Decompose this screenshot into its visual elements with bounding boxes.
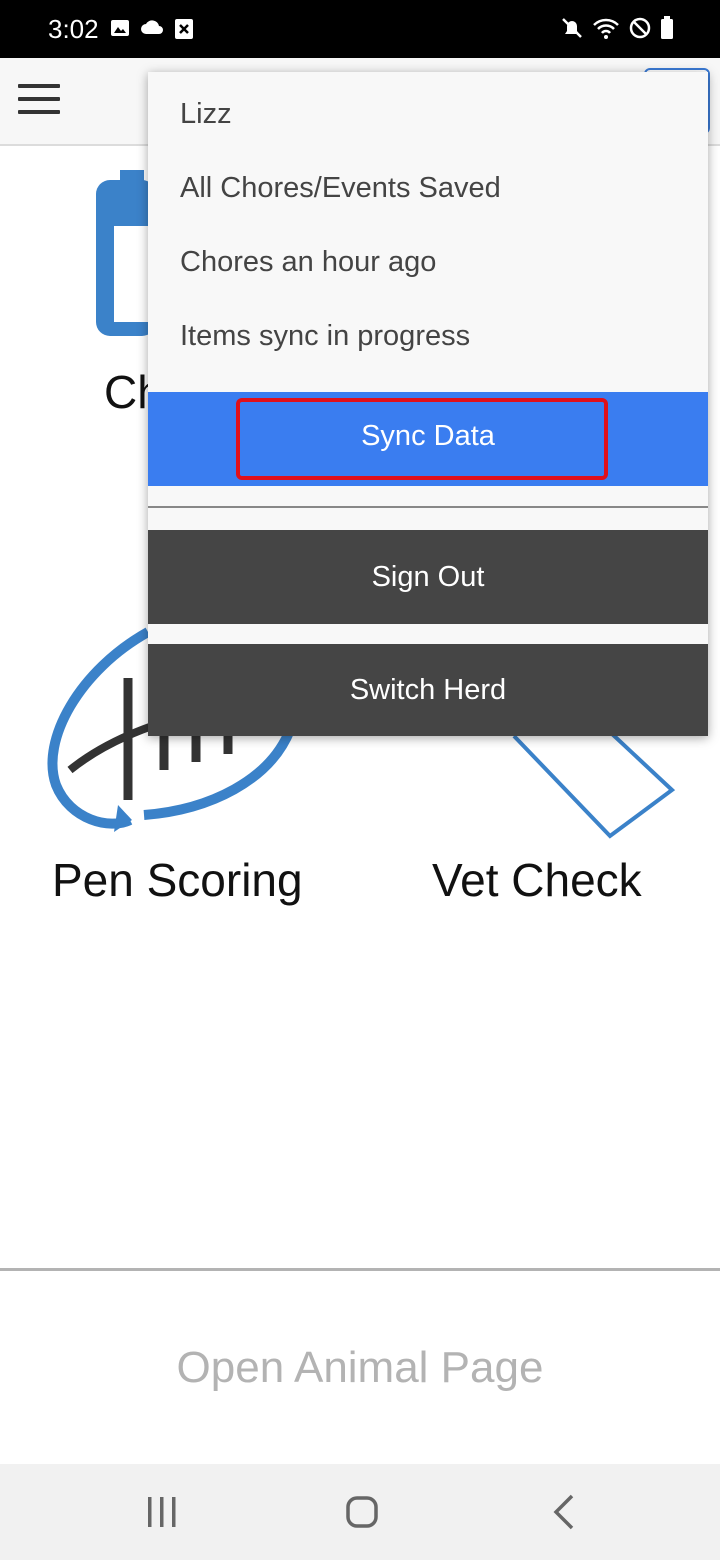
calendar-icon[interactable]: [96, 170, 156, 338]
hamburger-icon[interactable]: [18, 84, 60, 120]
status-items-text: Items sync in progress: [180, 320, 471, 352]
cloud-icon: [141, 20, 163, 34]
back-icon[interactable]: [552, 1494, 576, 1530]
battery-icon: [661, 16, 673, 39]
vet-check-tile-label[interactable]: Vet Check: [432, 854, 642, 906]
sync-data-button[interactable]: Sync Data: [148, 392, 708, 486]
status-chores-text: Chores an hour ago: [180, 246, 437, 278]
sync-data-label: Sync Data: [361, 420, 495, 452]
pen-scoring-tile-label[interactable]: Pen Scoring: [52, 854, 303, 906]
status-right-icons: [560, 16, 674, 40]
menu-divider: [148, 506, 708, 508]
home-icon[interactable]: [346, 1496, 378, 1528]
vet-check-icon[interactable]: [510, 730, 680, 842]
status-bar: 3:02: [0, 0, 720, 58]
account-dropdown-menu: Lizz All Chores/Events Saved Chores an h…: [148, 72, 708, 736]
image-icon: [111, 20, 129, 36]
status-time: 3:02: [48, 14, 99, 44]
recent-apps-icon[interactable]: [146, 1497, 178, 1527]
switch-herd-button[interactable]: Switch Herd: [148, 644, 708, 736]
mute-icon: [562, 18, 582, 38]
status-left-icons: [110, 18, 194, 40]
wifi-icon: [593, 18, 619, 39]
system-nav-bar: [0, 1464, 720, 1560]
close-box-icon: [175, 19, 193, 39]
sync-highlight-box: [236, 398, 608, 480]
user-name: Lizz: [180, 98, 232, 130]
no-sign-icon: [629, 17, 651, 39]
status-saved-text: All Chores/Events Saved: [180, 172, 501, 204]
sign-out-button[interactable]: Sign Out: [148, 530, 708, 624]
bottom-divider: [0, 1268, 720, 1271]
open-animal-page-button[interactable]: Open Animal Page: [176, 1343, 544, 1392]
